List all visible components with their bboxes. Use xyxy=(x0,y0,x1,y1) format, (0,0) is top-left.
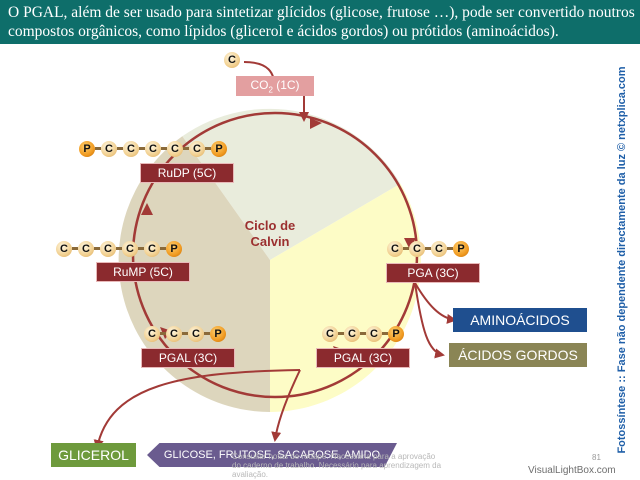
carbon-atom: C xyxy=(409,241,425,257)
bond xyxy=(183,147,189,150)
bond xyxy=(447,247,453,250)
page-number: 81 xyxy=(592,453,601,462)
bond xyxy=(161,147,167,150)
bond xyxy=(116,247,122,250)
phosphate-atom: P xyxy=(388,326,404,342)
carbon-atom: C xyxy=(188,326,204,342)
phosphate-atom: P xyxy=(79,141,95,157)
rump-label: RuMP (5C) xyxy=(96,262,190,282)
header-bar: O PGAL, além de ser usado para sintetiza… xyxy=(0,0,640,44)
arrow-glicerol xyxy=(93,369,301,450)
ring-arrow-top xyxy=(310,118,322,129)
bond xyxy=(117,147,123,150)
bond xyxy=(94,247,100,250)
pgal-left-label: PGAL (3C) xyxy=(141,348,235,368)
glicose-box: GLICOSE, FRUTOSE, SACAROSE, AMIDO xyxy=(147,443,397,467)
carbon-atom: C xyxy=(123,141,139,157)
carbon-atom: C xyxy=(387,241,403,257)
carbon-atom: C xyxy=(78,241,94,257)
sector-top xyxy=(182,108,401,260)
carbon-atom: C xyxy=(144,326,160,342)
bond xyxy=(382,332,388,335)
bond xyxy=(138,247,144,250)
bond xyxy=(95,147,101,150)
watermark: VisualLightBox.com xyxy=(528,465,616,476)
header-text: O PGAL, além de ser usado para sintetiza… xyxy=(8,4,635,40)
input-carbon-atom: C xyxy=(224,52,240,68)
carbon-atom: C xyxy=(101,141,117,157)
phosphate-atom: P xyxy=(210,326,226,342)
carbon-atom: C xyxy=(322,326,338,342)
co2-label: CO2 (1C) xyxy=(236,76,314,96)
pgal-right-label: PGAL (3C) xyxy=(316,348,410,368)
carbon-atom: C xyxy=(166,326,182,342)
carbon-atom: C xyxy=(56,241,72,257)
bond xyxy=(205,147,211,150)
carbon-atom: C xyxy=(122,241,138,257)
carbon-atom: C xyxy=(366,326,382,342)
acidos-gordos-box: ÁCIDOS GORDOS xyxy=(449,343,587,367)
ring-arrow-left xyxy=(141,203,153,215)
phosphate-atom: P xyxy=(211,141,227,157)
bond xyxy=(204,332,210,335)
rudp-label: RuDP (5C) xyxy=(140,163,234,183)
sector-left xyxy=(118,136,271,413)
phosphate-atom: P xyxy=(453,241,469,257)
calvin-cycle-label: Ciclo de Calvin xyxy=(244,218,296,249)
side-caption: Fotossíntese :: Fase não dependente dire… xyxy=(616,66,628,454)
aminoacidos-box: AMINOÁCIDOS xyxy=(453,308,587,332)
bond xyxy=(338,332,344,335)
carbon-atom: C xyxy=(189,141,205,157)
carbon-atom: C xyxy=(144,241,160,257)
carbon-atom: C xyxy=(167,141,183,157)
arrow-acidos-gordos xyxy=(414,282,445,359)
bond xyxy=(139,147,145,150)
carbon-atom: C xyxy=(431,241,447,257)
bond xyxy=(425,247,431,250)
phosphate-atom: P xyxy=(166,241,182,257)
bond xyxy=(182,332,188,335)
arrow-aminoacidos xyxy=(414,282,457,324)
glicerol-box: GLICEROL xyxy=(51,443,136,467)
footnote: Consultar notas de rodapé. Necessária pa… xyxy=(232,452,442,479)
carbon-atom: C xyxy=(344,326,360,342)
bond xyxy=(360,332,366,335)
bond xyxy=(72,247,78,250)
bond xyxy=(160,247,166,250)
carbon-atom: C xyxy=(100,241,116,257)
arrow-glicose xyxy=(271,369,301,442)
bond xyxy=(403,247,409,250)
carbon-atom: C xyxy=(145,141,161,157)
pga-label: PGA (3C) xyxy=(386,263,480,283)
bond xyxy=(160,332,166,335)
